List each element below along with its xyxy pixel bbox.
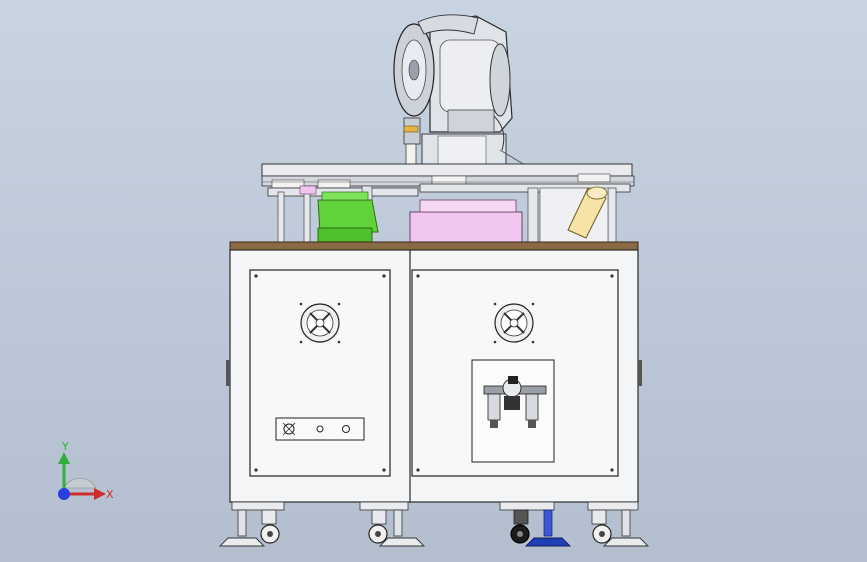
base-frame [231,501,639,511]
caster-4 [591,509,612,544]
air-filter-regulator[interactable] [471,359,555,463]
indicator-button-2[interactable] [342,425,350,433]
cooling-fan-left[interactable] [299,302,341,344]
cooling-fan-right[interactable] [493,302,535,344]
yellow-cylinder[interactable] [567,186,608,239]
pink-tray[interactable] [299,185,523,243]
x-axis-label: X [106,488,114,501]
foot-2 [378,509,426,547]
caster-2 [368,509,388,544]
caster-3 [510,509,530,544]
y-axis-label: Y [61,440,69,453]
caster-wheels[interactable] [260,509,612,544]
robot-arm[interactable] [393,14,531,175]
axis-triad: Y X [58,440,114,501]
control-panel[interactable] [275,417,365,441]
foot-1 [218,509,266,547]
emergency-stop-icon[interactable] [282,422,296,436]
indicator-button-1[interactable] [316,425,324,433]
foot-3 [524,509,572,547]
caster-1 [260,509,280,544]
table-top [229,241,639,251]
green-tray[interactable] [317,191,379,243]
foot-4 [602,509,650,547]
cabinet-left[interactable] [249,269,391,477]
leveling-feet[interactable] [218,509,650,547]
